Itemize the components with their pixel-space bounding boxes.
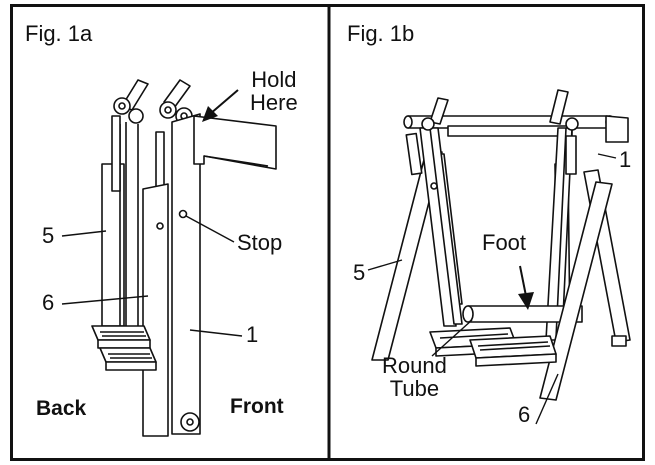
fig1a-leaders (61, 215, 243, 337)
main-frame (171, 113, 201, 435)
label-stop: Stop (237, 230, 283, 255)
label-part-1: 1 (246, 322, 259, 347)
leg-6 (539, 181, 613, 401)
folded-walker-drawing (91, 79, 277, 437)
foot-arrow (518, 265, 534, 310)
hold-here-arrow (202, 89, 239, 122)
fig1b-leaders (367, 153, 617, 425)
swing-leg-front (142, 183, 169, 437)
label-part-5b: 5 (353, 260, 366, 285)
figure-frame: Fig. 1a Hold Here Stop 5 6 1 Back Front … (10, 4, 645, 461)
label-part-6: 6 (42, 290, 55, 315)
pedal-upper (91, 325, 151, 341)
fig-1b-title: Fig. 1b (347, 21, 415, 46)
fig-1a-title: Fig. 1a (25, 21, 93, 46)
label-part-1b: 1 (619, 147, 632, 172)
pedal-lower (99, 347, 157, 363)
shock-back (111, 115, 121, 192)
label-hold-here: Hold Here (250, 67, 298, 116)
frame-bracket-1 (605, 115, 629, 143)
stop-knob (178, 209, 188, 219)
label-round-tube: Round Tube (382, 353, 447, 402)
diagram-drawing (10, 4, 645, 461)
label-part-5: 5 (42, 223, 55, 248)
label-back: Back (36, 397, 87, 420)
label-part-6b: 6 (518, 402, 531, 427)
label-foot: Foot (482, 230, 527, 255)
label-front: Front (230, 395, 284, 418)
assembled-walker-drawing (371, 89, 631, 401)
